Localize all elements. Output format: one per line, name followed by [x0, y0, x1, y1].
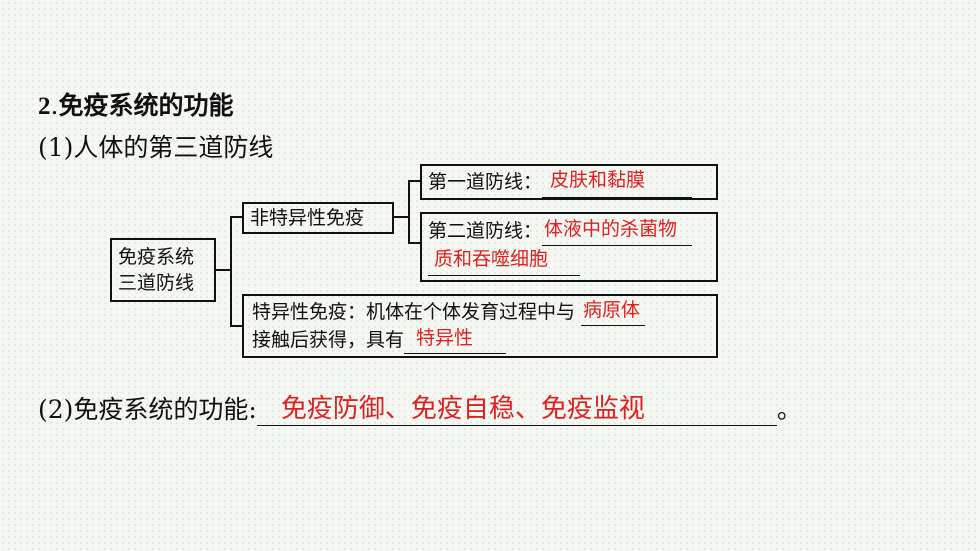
nonspecific-box: 非特异性免疫	[242, 202, 394, 234]
root-connector	[216, 269, 230, 271]
root-box: 免疫系统 三道防线	[110, 238, 216, 302]
first-line-box: 第一道防线： 皮肤和黏膜	[420, 164, 718, 200]
specific-blank2: 特异性	[404, 327, 507, 354]
branch-to-second	[408, 242, 422, 244]
heading-text: 免疫系统的功能	[58, 91, 234, 120]
function-end: 。	[776, 395, 802, 424]
second-line-blank2: 质和吞噬细胞	[428, 248, 580, 276]
first-line-label: 第一道防线：	[428, 171, 543, 193]
root-line1: 免疫系统	[118, 246, 195, 268]
first-line-answer: 皮肤和黏膜	[550, 169, 646, 191]
nonspecific-branch-vertical	[408, 180, 410, 244]
function-blank: 免疫防御、免疫自稳、免疫监视	[256, 394, 777, 426]
second-line-label: 第二道防线：	[428, 220, 543, 242]
second-line-blank1: 体液中的杀菌物	[542, 218, 693, 246]
heading-dot: .	[50, 91, 59, 120]
root-branch-vertical	[230, 216, 232, 326]
nonspecific-label: 非特异性免疫	[250, 207, 365, 229]
second-line-answer1: 体液中的杀菌物	[544, 218, 678, 240]
branch-to-first	[408, 180, 422, 182]
branch-to-nonspecific	[230, 216, 242, 218]
second-line-answer2: 质和吞噬细胞	[434, 248, 549, 270]
section-heading: 2.免疫系统的功能	[38, 86, 233, 122]
subheading-third-line: (1)人体的第三道防线	[38, 133, 274, 162]
function-line: (2)免疫系统的功能: 免疫防御、免疫自稳、免疫监视 。	[38, 390, 802, 426]
specific-blank1: 病原体	[581, 299, 646, 326]
nonspecific-connector	[394, 216, 408, 218]
second-line-box: 第二道防线：体液中的杀菌物 质和吞噬细胞	[420, 212, 718, 282]
specific-answer1: 病原体	[583, 299, 641, 321]
function-answer: 免疫防御、免疫自稳、免疫监视	[280, 394, 645, 424]
function-label: (2)免疫系统的功能:	[38, 395, 257, 424]
root-line2: 三道防线	[118, 272, 195, 294]
specific-box: 特异性免疫：机体在个体发育过程中与病原体 接触后获得，具有特异性	[242, 294, 718, 358]
specific-answer2: 特异性	[416, 327, 474, 349]
heading-number: 2	[38, 93, 51, 120]
specific-text2: 接触后获得，具有	[252, 329, 405, 351]
specific-text1: 特异性免疫：机体在个体发育过程中与	[252, 301, 576, 323]
branch-to-specific	[230, 325, 242, 327]
first-line-blank: 皮肤和黏膜	[542, 169, 693, 198]
